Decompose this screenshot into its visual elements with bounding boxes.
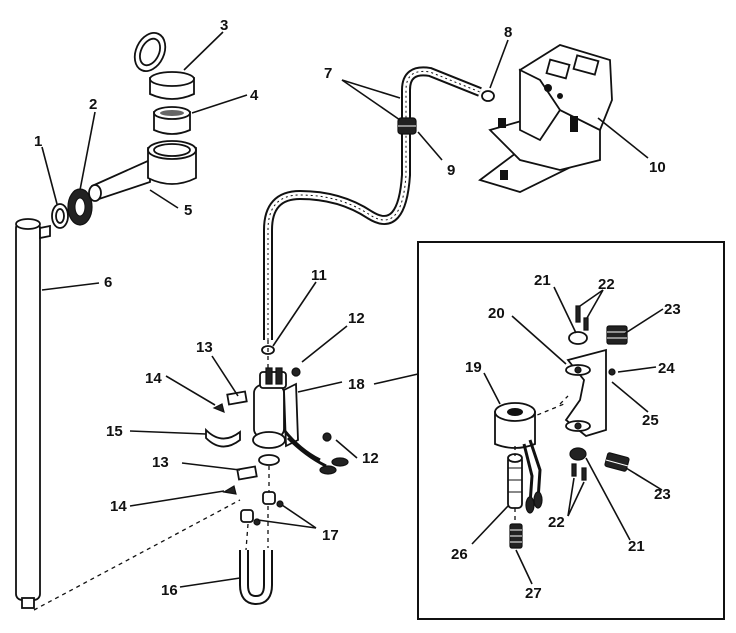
callout-15: 15 bbox=[106, 423, 123, 440]
callout-16: 16 bbox=[161, 582, 178, 599]
filter-ring-icon bbox=[153, 106, 191, 135]
callout-20: 20 bbox=[488, 305, 505, 322]
callout-21a: 21 bbox=[534, 272, 551, 289]
callout-13a: 13 bbox=[196, 339, 213, 356]
solenoid-coil-icon bbox=[494, 402, 543, 514]
callout-5: 5 bbox=[184, 202, 192, 219]
callout-22b: 22 bbox=[548, 514, 565, 531]
callout-10: 10 bbox=[649, 159, 666, 176]
fill-funnel-icon bbox=[88, 140, 197, 202]
hose-grommet-icon bbox=[397, 117, 417, 135]
callout-2: 2 bbox=[89, 96, 97, 113]
callout-18: 18 bbox=[348, 376, 365, 393]
dispenser-cup-icon bbox=[478, 44, 613, 193]
callout-27: 27 bbox=[525, 585, 542, 602]
callout-6: 6 bbox=[104, 274, 112, 291]
callout-8: 8 bbox=[504, 24, 512, 41]
fill-tube-icon bbox=[15, 218, 51, 609]
callout-22a: 22 bbox=[598, 276, 615, 293]
callout-12b: 12 bbox=[362, 450, 379, 467]
callout-26: 26 bbox=[451, 546, 468, 563]
spring-icon bbox=[509, 523, 523, 549]
callout-23a: 23 bbox=[664, 301, 681, 318]
valve-clamp-icon bbox=[205, 427, 241, 448]
mounting-plate-icon bbox=[212, 390, 258, 495]
hose-clip-icon bbox=[481, 90, 495, 102]
callout-23b: 23 bbox=[654, 486, 671, 503]
callout-14b: 14 bbox=[110, 498, 127, 515]
callout-24: 24 bbox=[658, 360, 675, 377]
callout-4: 4 bbox=[250, 87, 259, 104]
callout-7: 7 bbox=[324, 65, 332, 82]
callout-3: 3 bbox=[220, 17, 228, 34]
water-valve-icon bbox=[252, 345, 349, 475]
callout-19: 19 bbox=[465, 359, 482, 376]
valve-bracket-icon bbox=[529, 348, 616, 437]
callout-13b: 13 bbox=[152, 454, 169, 471]
callout-11: 11 bbox=[311, 267, 327, 284]
leader-lines bbox=[41, 31, 664, 588]
callout-14a: 14 bbox=[145, 370, 162, 387]
spring-clip-icon bbox=[604, 325, 630, 472]
screw-icon bbox=[571, 305, 589, 481]
callout-1: 1 bbox=[34, 133, 42, 150]
grommet-icon bbox=[568, 331, 588, 461]
callout-17: 17 bbox=[322, 527, 339, 544]
plunger-icon bbox=[507, 453, 523, 509]
callout-25: 25 bbox=[642, 412, 659, 429]
clamp-ring-icon bbox=[51, 203, 69, 229]
fitting-icon bbox=[240, 491, 284, 526]
callout-12a: 12 bbox=[348, 310, 365, 327]
callout-9: 9 bbox=[447, 162, 455, 179]
u-tube-icon bbox=[239, 550, 273, 606]
callout-21b: 21 bbox=[628, 538, 645, 555]
water-hose-icon bbox=[263, 66, 482, 340]
detail-box bbox=[417, 241, 725, 620]
callout-labels: 1 2 3 4 5 6 7 8 9 10 11 12 12 13 13 14 1… bbox=[34, 17, 681, 602]
cap-icon bbox=[133, 32, 195, 100]
